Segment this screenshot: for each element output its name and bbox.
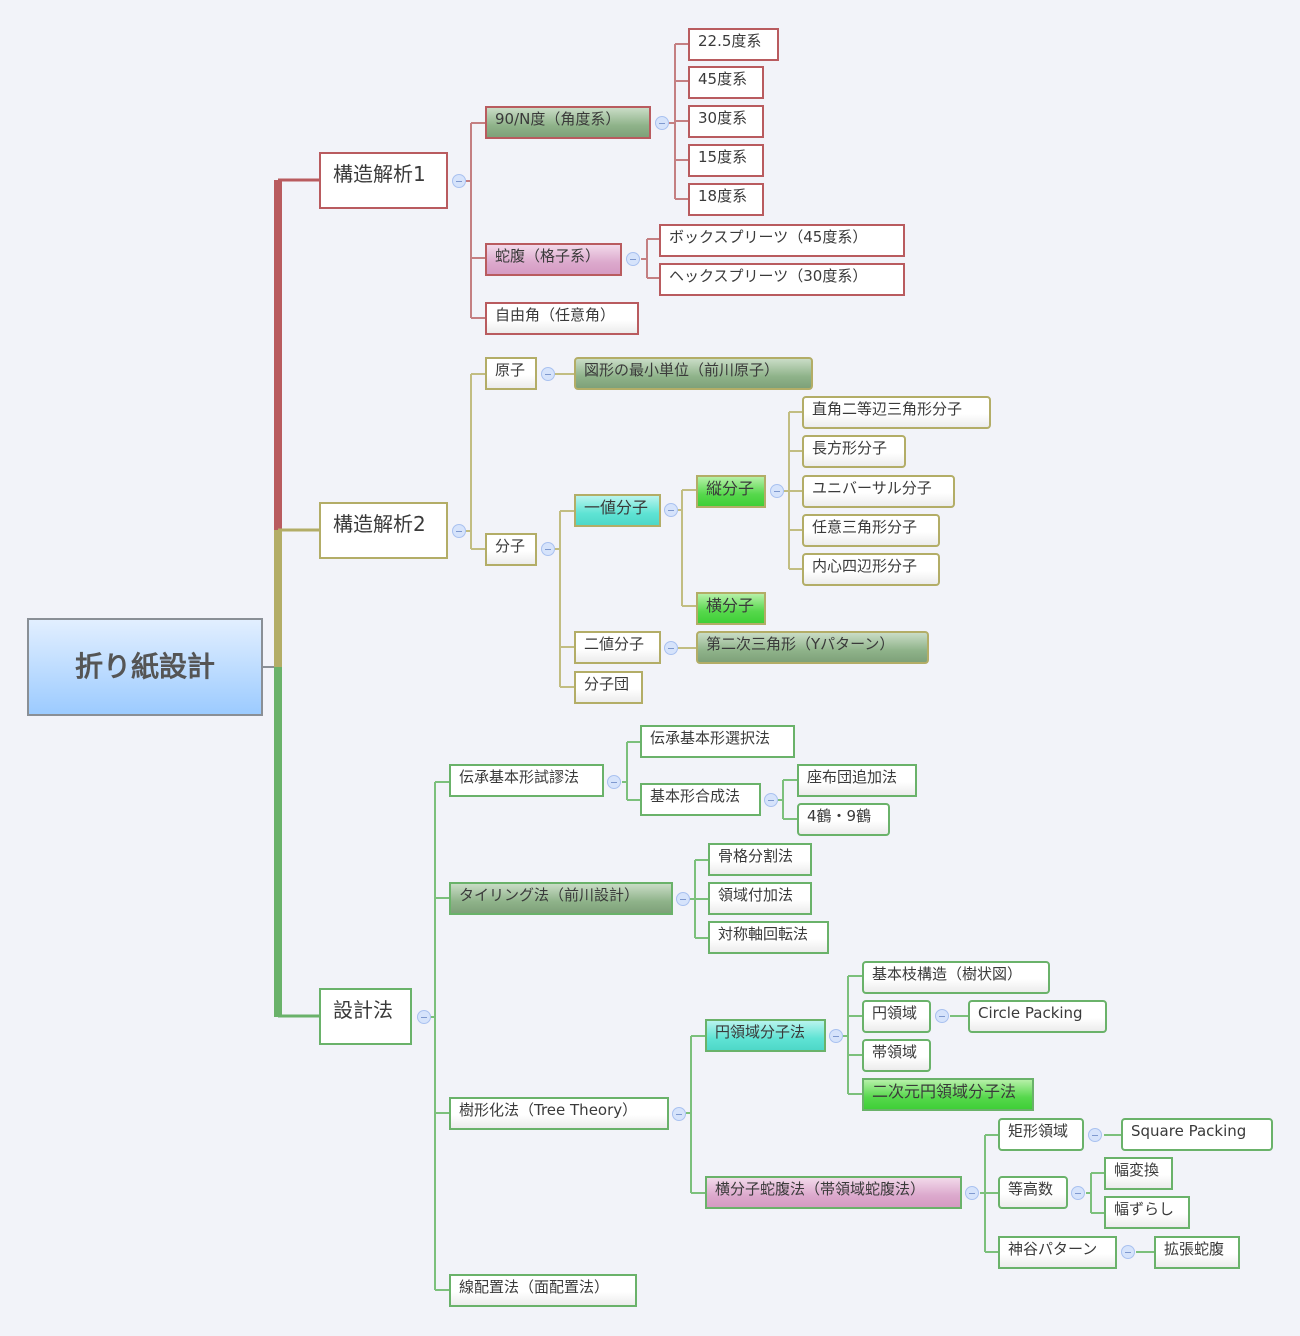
topic-universal-molecule[interactable]: ユニバーサル分子 [802, 475, 955, 508]
collapse-toggle-icon[interactable] [655, 116, 669, 130]
topic-skeleton-division[interactable]: 骨格分割法 [708, 843, 812, 876]
collapse-toggle-icon[interactable] [770, 484, 784, 498]
branch3-lines [430, 741, 1155, 1291]
topic-traditional-base-selection[interactable]: 伝承基本形選択法 [640, 725, 795, 758]
topic-rectangle-molecule[interactable]: 長方形分子 [802, 435, 906, 468]
topic-tiling-method[interactable]: タイリング法（前川設計） [449, 882, 673, 915]
branch1-lines [466, 43, 689, 319]
collapse-toggle-icon[interactable] [935, 1009, 949, 1023]
branch3-trunk [274, 667, 282, 1017]
collapse-toggle-icon[interactable] [452, 524, 466, 538]
topic-double-molecule[interactable]: 二値分子 [574, 631, 661, 664]
topic-circle-packing[interactable]: Circle Packing [968, 1000, 1107, 1033]
topic-width-transform[interactable]: 幅変換 [1104, 1157, 1173, 1190]
topic-contour-number[interactable]: 等高数 [998, 1176, 1068, 1209]
topic-molecule[interactable]: 分子 [485, 533, 537, 566]
topic-4-9-cranes[interactable]: 4鶴・9鶴 [797, 803, 890, 836]
topic-base-synthesis[interactable]: 基本形合成法 [640, 783, 761, 816]
topic-molecule-cluster[interactable]: 分子団 [574, 671, 643, 704]
topic-zabuton-addition[interactable]: 座布団追加法 [797, 764, 917, 797]
topic-rectangle-region[interactable]: 矩形領域 [998, 1118, 1084, 1151]
collapse-toggle-icon[interactable] [626, 252, 640, 266]
topic-30-degree[interactable]: 30度系 [688, 105, 764, 138]
root-topic[interactable]: 折り紙設計 [27, 618, 263, 716]
topic-circle-region-molecule[interactable]: 円領域分子法 [705, 1019, 826, 1052]
topic-18-degree[interactable]: 18度系 [688, 183, 764, 216]
collapse-toggle-icon[interactable] [676, 892, 690, 906]
topic-right-isosceles-molecule[interactable]: 直角二等辺三角形分子 [802, 396, 991, 429]
topic-structural-analysis-1[interactable]: 構造解析1 [319, 152, 448, 209]
topic-15-degree[interactable]: 15度系 [688, 144, 764, 177]
collapse-toggle-icon[interactable] [1088, 1128, 1102, 1142]
branch2-lines [466, 373, 803, 688]
collapse-toggle-icon[interactable] [1071, 1186, 1085, 1200]
topic-single-molecule[interactable]: 一値分子 [574, 494, 661, 527]
topic-line-arrangement[interactable]: 線配置法（面配置法） [449, 1274, 637, 1307]
collapse-toggle-icon[interactable] [965, 1186, 979, 1200]
topic-square-packing[interactable]: Square Packing [1121, 1118, 1273, 1151]
topic-structural-analysis-2[interactable]: 構造解析2 [319, 502, 448, 559]
topic-circle-region[interactable]: 円領域 [862, 1000, 931, 1033]
collapse-toggle-icon[interactable] [1121, 1245, 1135, 1259]
topic-traditional-base-trial[interactable]: 伝承基本形試謬法 [449, 764, 604, 797]
topic-free-angle[interactable]: 自由角（任意角） [485, 302, 639, 335]
topic-minimum-unit[interactable]: 図形の最小単位（前川原子） [574, 357, 813, 390]
topic-incenter-quad-molecule[interactable]: 内心四辺形分子 [802, 553, 940, 586]
topic-horizontal-molecule[interactable]: 横分子 [696, 592, 766, 625]
topic-45-degree[interactable]: 45度系 [688, 66, 764, 99]
topic-bellows-grid[interactable]: 蛇腹（格子系） [485, 243, 622, 276]
collapse-toggle-icon[interactable] [541, 367, 555, 381]
topic-width-shift[interactable]: 幅ずらし [1104, 1196, 1190, 1229]
collapse-toggle-icon[interactable] [664, 641, 678, 655]
topic-base-branch-structure[interactable]: 基本枝構造（樹状図） [862, 961, 1050, 994]
collapse-toggle-icon[interactable] [829, 1029, 843, 1043]
topic-90n-angle[interactable]: 90/N度（角度系） [485, 106, 651, 139]
topic-hex-pleats[interactable]: ヘックスプリーツ（30度系） [659, 263, 905, 296]
collapse-toggle-icon[interactable] [607, 775, 621, 789]
topic-2d-circle-region-molecule[interactable]: 二次元円領域分子法 [862, 1078, 1034, 1111]
topic-secondary-triangle[interactable]: 第二次三角形（Yパターン） [696, 631, 929, 664]
collapse-toggle-icon[interactable] [417, 1010, 431, 1024]
collapse-toggle-icon[interactable] [541, 542, 555, 556]
topic-design-methods[interactable]: 設計法 [319, 988, 412, 1045]
topic-22-5-degree[interactable]: 22.5度系 [688, 28, 779, 61]
collapse-toggle-icon[interactable] [452, 174, 466, 188]
branch2-trunk [274, 530, 282, 667]
topic-vertical-molecule[interactable]: 縦分子 [696, 475, 766, 508]
topic-symmetry-axis-rotation[interactable]: 対称軸回転法 [708, 921, 829, 954]
topic-region-addition[interactable]: 領域付加法 [708, 882, 812, 915]
topic-arbitrary-triangle-molecule[interactable]: 任意三角形分子 [802, 514, 940, 547]
topic-tree-theory[interactable]: 樹形化法（Tree Theory） [449, 1097, 669, 1130]
topic-extended-bellows[interactable]: 拡張蛇腹 [1154, 1236, 1240, 1269]
topic-box-pleats[interactable]: ボックスプリーツ（45度系） [659, 224, 905, 257]
collapse-toggle-icon[interactable] [664, 503, 678, 517]
branch1-trunk [274, 180, 282, 530]
collapse-toggle-icon[interactable] [672, 1107, 686, 1121]
topic-atom[interactable]: 原子 [485, 357, 537, 390]
topic-horizontal-bellows[interactable]: 横分子蛇腹法（帯領域蛇腹法） [705, 1176, 962, 1209]
topic-kamiya-pattern[interactable]: 神谷パターン [998, 1236, 1117, 1269]
topic-band-region[interactable]: 帯領域 [862, 1039, 931, 1072]
collapse-toggle-icon[interactable] [764, 793, 778, 807]
